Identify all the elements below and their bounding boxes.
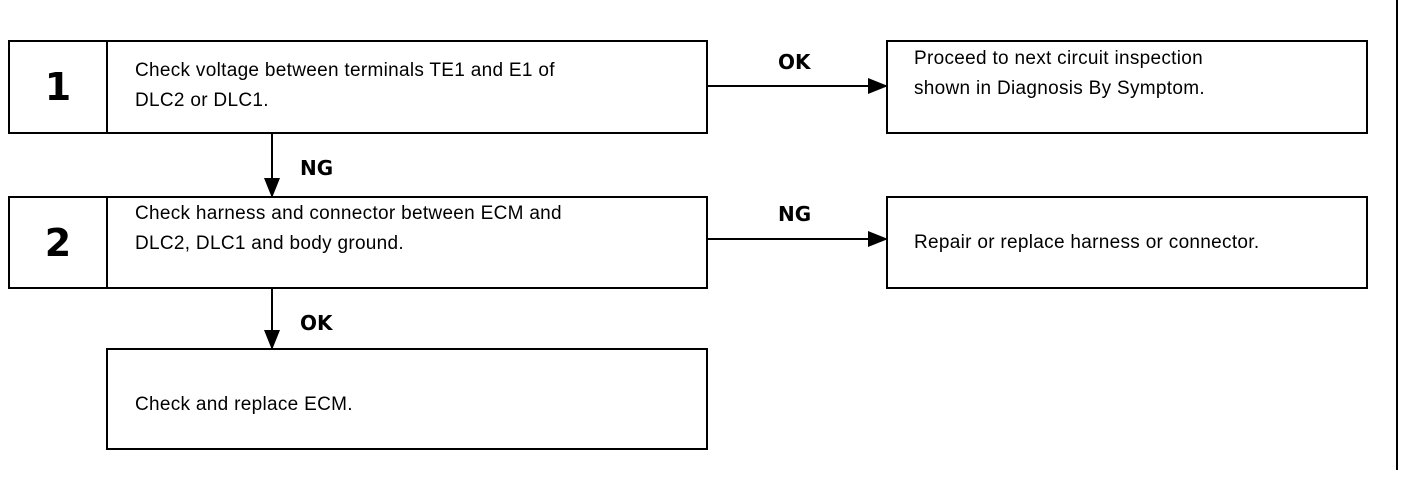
step-1-number-box: 1	[8, 40, 108, 134]
step-1-box	[106, 40, 708, 134]
page-edge-line	[1396, 0, 1398, 470]
step-1-text: Check voltage between terminals TE1 and …	[135, 60, 555, 111]
result-repair-box	[886, 196, 1368, 289]
step-2-number: 2	[44, 220, 72, 265]
label-step1-ng: NG	[300, 156, 334, 180]
step-1-number: 1	[44, 65, 72, 109]
result-repair-text: Repair or replace harness or connector.	[914, 232, 1260, 253]
result-proceed-text: Proceed to next circuit inspection shown…	[914, 48, 1205, 99]
step-2-text: Check harness and connector between ECM …	[135, 203, 562, 254]
step-2-number-box: 2	[8, 196, 108, 289]
result-replace-ecm-text: Check and replace ECM.	[135, 394, 353, 415]
label-step1-ok: OK	[778, 50, 811, 74]
step-2-box	[106, 196, 708, 289]
label-step2-ok: OK	[300, 311, 333, 335]
label-step2-ng: NG	[778, 202, 812, 226]
result-proceed-box	[886, 40, 1368, 134]
result-replace-ecm-box	[106, 348, 708, 450]
